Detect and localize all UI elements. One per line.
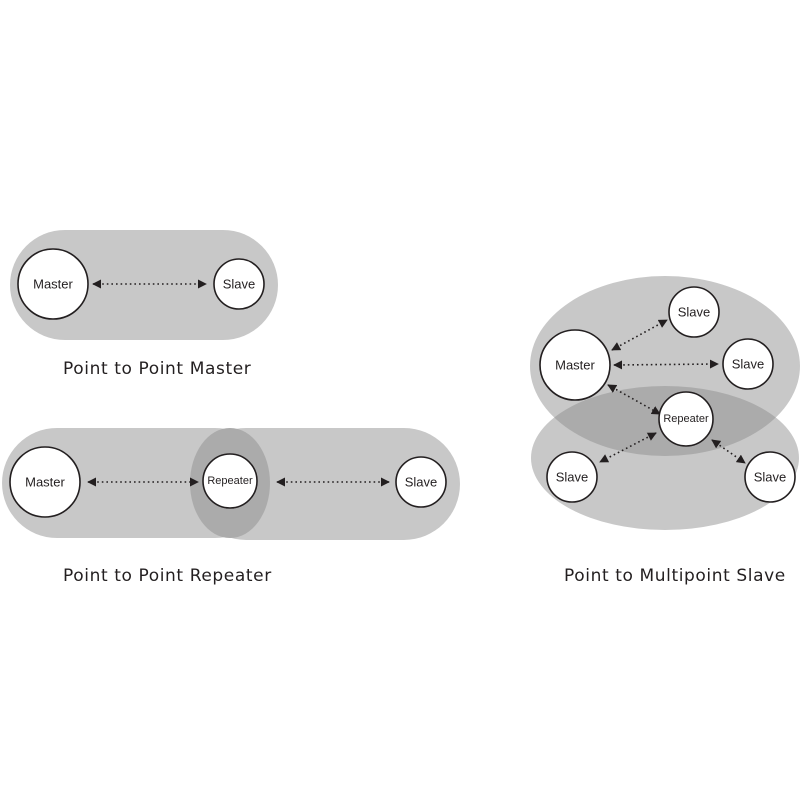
master-node: Master <box>17 248 89 320</box>
caption-point-to-multipoint-slave: Point to Multipoint Slave <box>564 566 786 586</box>
master-node-label: Master <box>25 475 65 490</box>
master-node-label: Master <box>33 277 73 292</box>
repeater-node-label: Repeater <box>663 413 709 425</box>
caption-point-to-point-master: Point to Point Master <box>63 359 252 379</box>
repeater-node: Repeater <box>202 453 258 509</box>
slave-node: Slave <box>395 456 447 508</box>
slave-node-label: Slave <box>678 305 711 320</box>
link-repeater-slave-bottom-left <box>599 432 657 463</box>
slave-node-label: Slave <box>405 475 438 490</box>
coverage-zone-overlap <box>531 386 799 456</box>
slave-node-top: Slave <box>668 286 720 338</box>
link-master-slave-right <box>613 359 719 370</box>
diagram-point-to-point-repeater: Master Repeater Slave <box>2 428 460 540</box>
slave-node-label: Slave <box>754 470 787 485</box>
diagram-point-to-point-master: Master Slave <box>10 230 278 340</box>
link-master-slave-top <box>611 319 668 351</box>
link-repeater-slave-bottom-right <box>711 439 746 464</box>
master-node-label: Master <box>555 358 595 373</box>
slave-node-label: Slave <box>556 470 589 485</box>
slave-node-right: Slave <box>722 338 774 390</box>
slave-node-bottom-right: Slave <box>744 451 796 503</box>
repeater-node-label: Repeater <box>207 475 253 487</box>
master-node: Master <box>9 446 81 518</box>
master-node: Master <box>539 329 611 401</box>
diagram-point-to-multipoint-slave: Master Slave Slave Repeater Slave Slave <box>530 276 800 530</box>
slave-node-bottom-left: Slave <box>546 451 598 503</box>
repeater-node: Repeater <box>658 391 714 447</box>
slave-node-label: Slave <box>732 357 765 372</box>
slave-node-label: Slave <box>223 277 256 292</box>
slave-node: Slave <box>213 258 265 310</box>
link-master-repeater <box>607 384 661 415</box>
caption-point-to-point-repeater: Point to Point Repeater <box>63 566 272 586</box>
